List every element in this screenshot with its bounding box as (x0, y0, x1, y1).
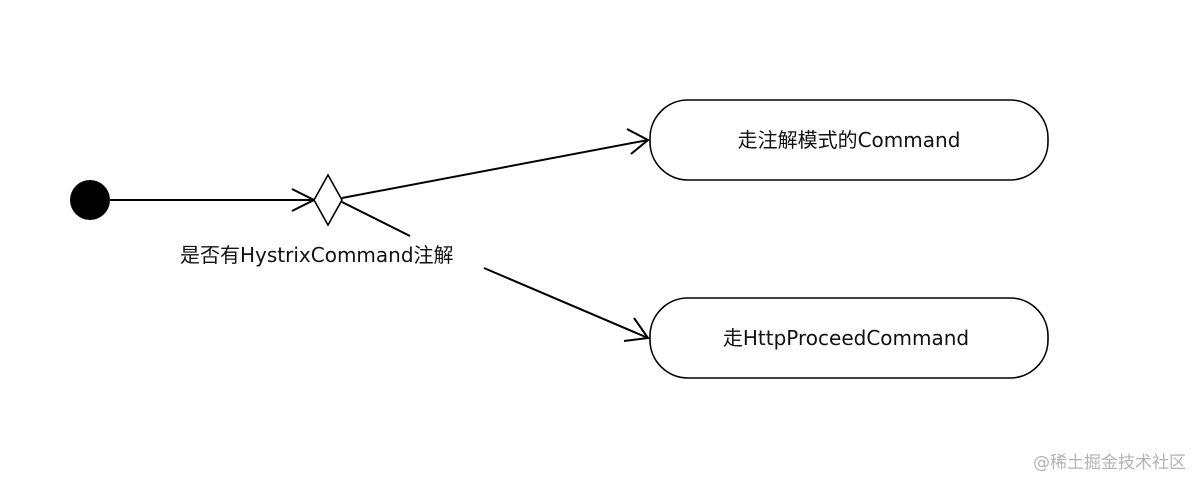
state-http-proceed-command (649, 297, 1049, 379)
watermark: @稀土掘金技术社区 (1033, 453, 1186, 473)
initial-node (70, 180, 110, 220)
edge-decision-to-annotation-command-arrowhead (626, 128, 650, 155)
edge-decision-to-http-command-segment-2 (483, 267, 649, 339)
state-http-proceed-command-label: 走HttpProceedCommand (723, 326, 969, 350)
decision-node (313, 173, 343, 227)
state-annotation-command-label: 走注解模式的Command (738, 128, 961, 152)
edge-decision-to-http-command-arrowhead (623, 317, 650, 342)
edge-decision-to-http-command-segment-1 (341, 201, 411, 237)
edge-decision-to-annotation-command (341, 139, 649, 199)
decision-label: 是否有HystrixCommand注解 (180, 243, 454, 267)
state-annotation-command (649, 99, 1049, 181)
